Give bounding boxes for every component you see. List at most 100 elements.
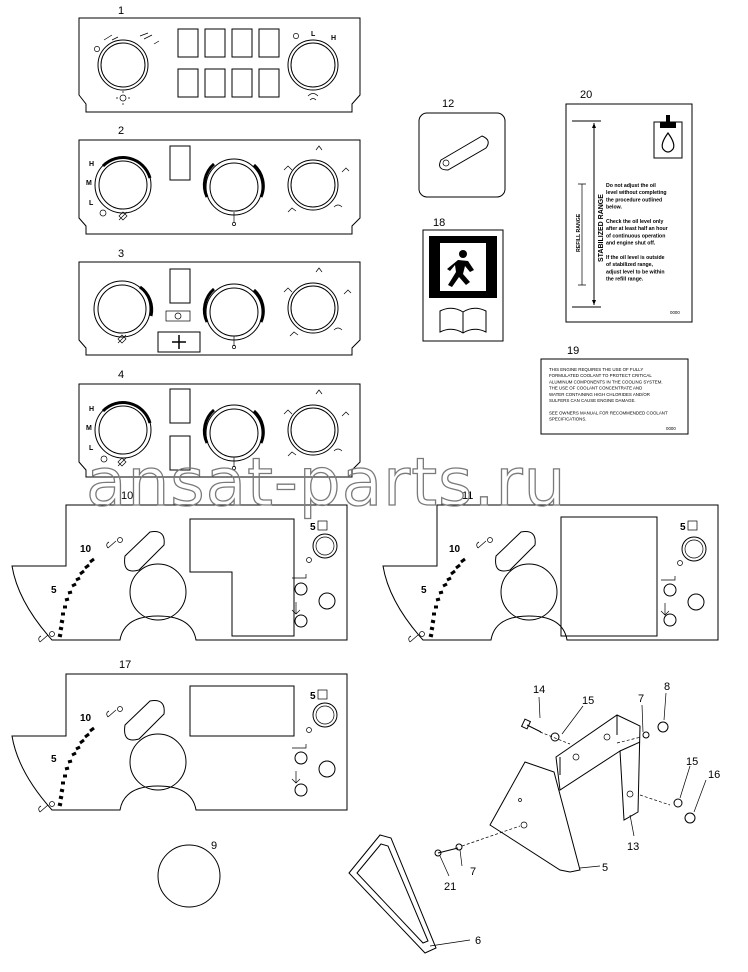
low-mark: L [89,200,94,207]
rpm-five-mark: 5 [421,585,427,596]
callout-2: 2 [118,125,124,137]
wrench-icon [106,706,123,718]
medium-mark: M [86,425,92,432]
label20-text-line: after at least half an hour [606,226,668,232]
label20-text-line: below. [606,205,623,211]
wrench-icon [106,537,123,549]
callout-7b: 7 [470,866,476,878]
gasket-6 [348,834,437,954]
screw-21 [434,847,459,857]
exit-manual-decal-18 [422,229,504,342]
callout-numbers: 1 2 3 4 10 11 17 9 12 18 20 19 14 15 7 8… [118,5,720,947]
thermometer-icon [232,212,236,226]
label20-text-line: and engine shut off. [606,241,656,247]
label19-text-line: SULFERS CAN CAUSE ENGINE DAMAGE. [549,398,636,403]
rpm-five-mark: 5 [51,754,57,765]
callout-18: 18 [433,217,445,229]
callout-13: 13 [627,841,639,853]
callout-4: 4 [118,369,124,381]
airflow-icons [283,145,350,213]
callout-1: 1 [118,5,124,17]
airflow-icons [283,267,352,337]
defrost-icon [116,91,130,105]
callout-11: 11 [462,490,473,502]
label20-text-line: level without completing [606,190,667,196]
gauge-panel-10: 5 10 5 [11,504,348,643]
manual-book-icon [439,307,487,334]
label20-text-line: of continuous operation [606,233,665,239]
callout-3: 3 [118,248,124,260]
high-mark: H [89,161,94,168]
gear-readout: 5 [680,522,686,533]
low-mark: L [311,31,316,38]
high-mark: H [331,35,336,42]
washer-15a [550,732,560,742]
gauge-panel-17: 5 10 5 [11,673,348,813]
rpm-ten-mark: 10 [449,544,461,555]
gear-readout: 5 [310,522,316,533]
callout-15b: 15 [686,756,698,768]
screw-14 [520,718,542,733]
svg-text:0000: 0000 [670,310,680,315]
leader-lines [429,692,707,947]
callout-21: 21 [444,881,456,893]
windshield-icon [307,93,319,101]
low-mark: L [89,445,94,452]
label19-text-line: WATER CONTAINING HIGH CHLORIDES AND/OR [549,392,650,397]
control-panel-1: L H [78,17,361,113]
label20-text-line: of stabilized range, [606,262,654,268]
wrench-icon [476,537,493,549]
callout-14: 14 [533,684,545,696]
washer-15b [673,798,683,808]
control-panel-2: H M L [78,139,361,235]
stabilized-range-caption: STABILIZED RANGE [598,194,605,262]
label19-text-line: THIS ENGINE REQUIRES THE USE OF FULLY [549,367,643,372]
callout-6: 6 [475,935,481,947]
label20-text-line: the refill range. [606,277,644,283]
rpm-ten-mark: 10 [80,544,92,555]
label19-text-line: SEE OWNERS MANUAL FOR RECOMMENDED COOLAN… [549,410,668,415]
callout-16: 16 [708,769,720,781]
label19-text-line: THE USE OF COOLANT CONCENTRATE AND [549,386,642,391]
callout-19: 19 [567,345,579,357]
fan-icon [117,457,127,467]
fan-speed-icon [103,32,160,45]
wrench-icon [408,631,425,643]
nut-16 [684,812,696,824]
control-panel-3 [78,261,361,356]
oil-drop-icon [653,115,683,159]
callout-12: 12 [442,98,454,110]
callout-8: 8 [664,681,670,693]
oil-level-label-20: REFILL RANGE STABILIZED RANGE Do not adj… [565,103,693,323]
callout-5: 5 [602,862,608,874]
control-panel-4: H M L [78,383,361,478]
mounting-bracket-assembly [434,714,696,873]
coolant-warning-text: THIS ENGINE REQUIRES THE USE OF FULLYFOR… [549,367,668,422]
round-cover-9 [157,844,221,908]
label20-text-line: adjust level to be within [606,269,665,275]
airflow-icons [283,389,350,457]
tachometer-scale [57,726,95,807]
gauge-panel-11: 5 10 5 [382,504,719,643]
label20-text-line: the procedure outlined [606,197,662,203]
recirculate-icon [165,310,191,322]
label19-text-line: FORMULATED COOLANT TO PROTECT CRITICAL [549,373,652,378]
callout-20: 20 [580,89,592,101]
label20-text-line: Do not adjust the oil [606,183,656,189]
running-person-icon [447,250,474,287]
refill-range-caption: REFILL RANGE [576,213,582,252]
fan-icon [117,334,127,344]
rpm-five-mark: 5 [51,585,57,596]
thermometer-icon [232,457,236,470]
medium-mark: M [86,180,92,187]
decal-12 [418,112,506,198]
watermark: ansat-parts.ru [86,444,566,521]
svg-text:0000: 0000 [666,426,676,431]
washer-7a [642,731,650,739]
label19-text-line: SPECIFICATIONS. [549,417,587,422]
label20-text-line: Check the oil level only [606,219,663,225]
high-mark: H [89,406,94,413]
washer-7b [455,843,463,851]
